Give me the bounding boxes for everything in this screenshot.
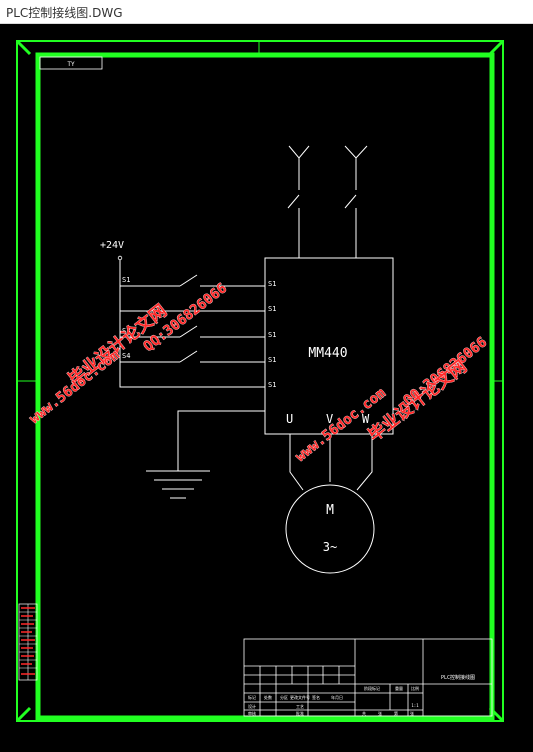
inverter-label: MM440 — [308, 346, 347, 361]
title-block-cell-14: 共 — [362, 710, 366, 716]
window-title: PLC控制接线图.DWG — [6, 6, 123, 20]
title-block-cell-1: 标记 — [248, 694, 256, 700]
cad-drawing[interactable]: TY MM440 +24V S1 S3 S4 S1 S1 S1 S1 S1 U … — [0, 24, 533, 752]
title-block-cell-11: 阶段标记 — [364, 685, 380, 691]
switch-label-s4: S4 — [122, 352, 130, 360]
title-block-cell-3: 分区 — [280, 694, 288, 700]
title-block-cell-15: 张 — [378, 710, 382, 716]
input-wiring — [119, 260, 265, 388]
inverter-input-1: S1 — [268, 280, 276, 288]
window-titlebar: PLC控制接线图.DWG — [0, 0, 533, 24]
motor-symbol[interactable] — [285, 484, 375, 574]
title-block-cell-5: 签名 — [312, 694, 320, 700]
drawing-canvas[interactable]: TY MM440 +24V S1 S3 S4 S1 S1 S1 S1 S1 U … — [0, 24, 533, 752]
corner-tag-text: TY — [67, 61, 75, 68]
motor-label: M — [326, 503, 334, 518]
supply-terminal — [117, 255, 123, 261]
switch-label-s1: S1 — [122, 276, 130, 284]
corner-marks — [15, 39, 505, 723]
title-block-scale: 1:1 — [411, 703, 419, 708]
inverter-input-4: S1 — [268, 356, 276, 364]
supply-label: +24V — [100, 240, 124, 251]
title-block-cell-2: 处数 — [264, 694, 272, 700]
inverter-box[interactable] — [264, 257, 394, 435]
title-block-cell-10: 批准 — [296, 710, 304, 716]
title-block-cell-13: 比例 — [411, 685, 419, 691]
title-block-cell-9: 工艺 — [296, 704, 304, 709]
supply-wiring — [287, 145, 368, 258]
terminal-u: U — [286, 412, 293, 426]
title-block-cell-6: 年月日 — [331, 694, 343, 700]
title-block-cell-8: 审核 — [248, 710, 256, 716]
ground-wiring — [146, 410, 265, 499]
title-block-cell-16: 第 — [394, 710, 398, 716]
inverter-input-3: S1 — [268, 331, 276, 339]
inverter-input-2: S1 — [268, 305, 276, 313]
title-block-cell-12: 重量 — [395, 685, 403, 691]
title-block-cell-4: 更改文件号 — [290, 694, 310, 700]
terminal-w: W — [362, 412, 370, 426]
revision-strip-lines — [19, 604, 37, 680]
inverter-input-5: S1 — [268, 381, 276, 389]
terminal-v: V — [326, 412, 333, 426]
watermark-site-left: www.56doc.com — [27, 347, 123, 427]
motor-phase: 3~ — [323, 540, 337, 554]
title-block[interactable] — [243, 638, 493, 717]
corner-tag-box — [39, 56, 103, 70]
title-block-cell-7: 设计 — [248, 703, 256, 709]
switch-label-s3: S3 — [122, 327, 130, 335]
center-marks — [17, 41, 503, 382]
title-block-name: PLC控制接线图 — [441, 674, 475, 681]
inner-frame — [35, 52, 495, 721]
title-block-cell-17: 张 — [410, 710, 414, 716]
motor-wiring — [289, 434, 373, 491]
revision-strip-marks — [21, 607, 35, 675]
